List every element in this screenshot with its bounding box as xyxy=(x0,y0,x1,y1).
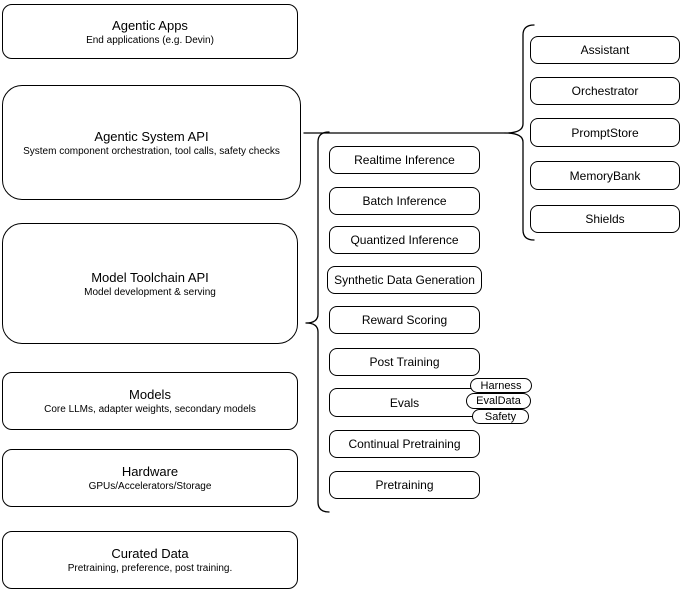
node-title: Agentic Apps xyxy=(112,17,188,33)
node-agentic-apps: Agentic Apps End applications (e.g. Devi… xyxy=(2,4,298,59)
toolchain-curly-brace xyxy=(305,131,330,513)
node-title: Model Toolchain API xyxy=(91,269,209,285)
node-realtime-inference: Realtime Inference xyxy=(329,146,480,174)
node-hardware: Hardware GPUs/Accelerators/Storage xyxy=(2,449,298,507)
node-subtitle: Model development & serving xyxy=(84,286,216,298)
node-orchestrator: Orchestrator xyxy=(530,77,680,105)
pill-harness: Harness xyxy=(470,378,532,393)
node-batch-inference: Batch Inference xyxy=(329,187,480,215)
node-title: Models xyxy=(129,387,171,402)
node-model-toolchain-api: Model Toolchain API Model development & … xyxy=(2,223,298,344)
node-memorybank: MemoryBank xyxy=(530,161,680,190)
pill-safety: Safety xyxy=(472,409,529,424)
node-assistant: Assistant xyxy=(530,36,680,64)
node-title: Hardware xyxy=(121,464,179,479)
node-subtitle: Core LLMs, adapter weights, secondary mo… xyxy=(44,404,256,415)
node-quantized-inference: Quantized Inference xyxy=(329,226,480,254)
node-reward-scoring: Reward Scoring xyxy=(329,306,480,334)
node-subtitle: System component orchestration, tool cal… xyxy=(23,145,280,157)
node-pretraining: Pretraining xyxy=(329,471,480,499)
node-shields: Shields xyxy=(530,205,680,233)
node-continual-pretraining: Continual Pretraining xyxy=(329,430,480,458)
node-evals: Evals xyxy=(329,388,480,417)
node-agentic-system-api: Agentic System API System component orch… xyxy=(2,85,301,200)
node-synthetic-data-generation: Synthetic Data Generation xyxy=(327,266,482,294)
node-subtitle: GPUs/Accelerators/Storage xyxy=(88,481,212,492)
pill-evaldata: EvalData xyxy=(466,393,531,409)
node-title: Agentic System API xyxy=(94,128,209,144)
node-title: Curated Data xyxy=(111,546,189,561)
node-models: Models Core LLMs, adapter weights, secon… xyxy=(2,372,298,430)
node-subtitle: End applications (e.g. Devin) xyxy=(86,34,214,46)
node-post-training: Post Training xyxy=(329,348,480,376)
node-curated-data: Curated Data Pretraining, preference, po… xyxy=(2,531,298,589)
node-promptstore: PromptStore xyxy=(530,118,680,147)
node-subtitle: Pretraining, preference, post training. xyxy=(67,563,233,574)
